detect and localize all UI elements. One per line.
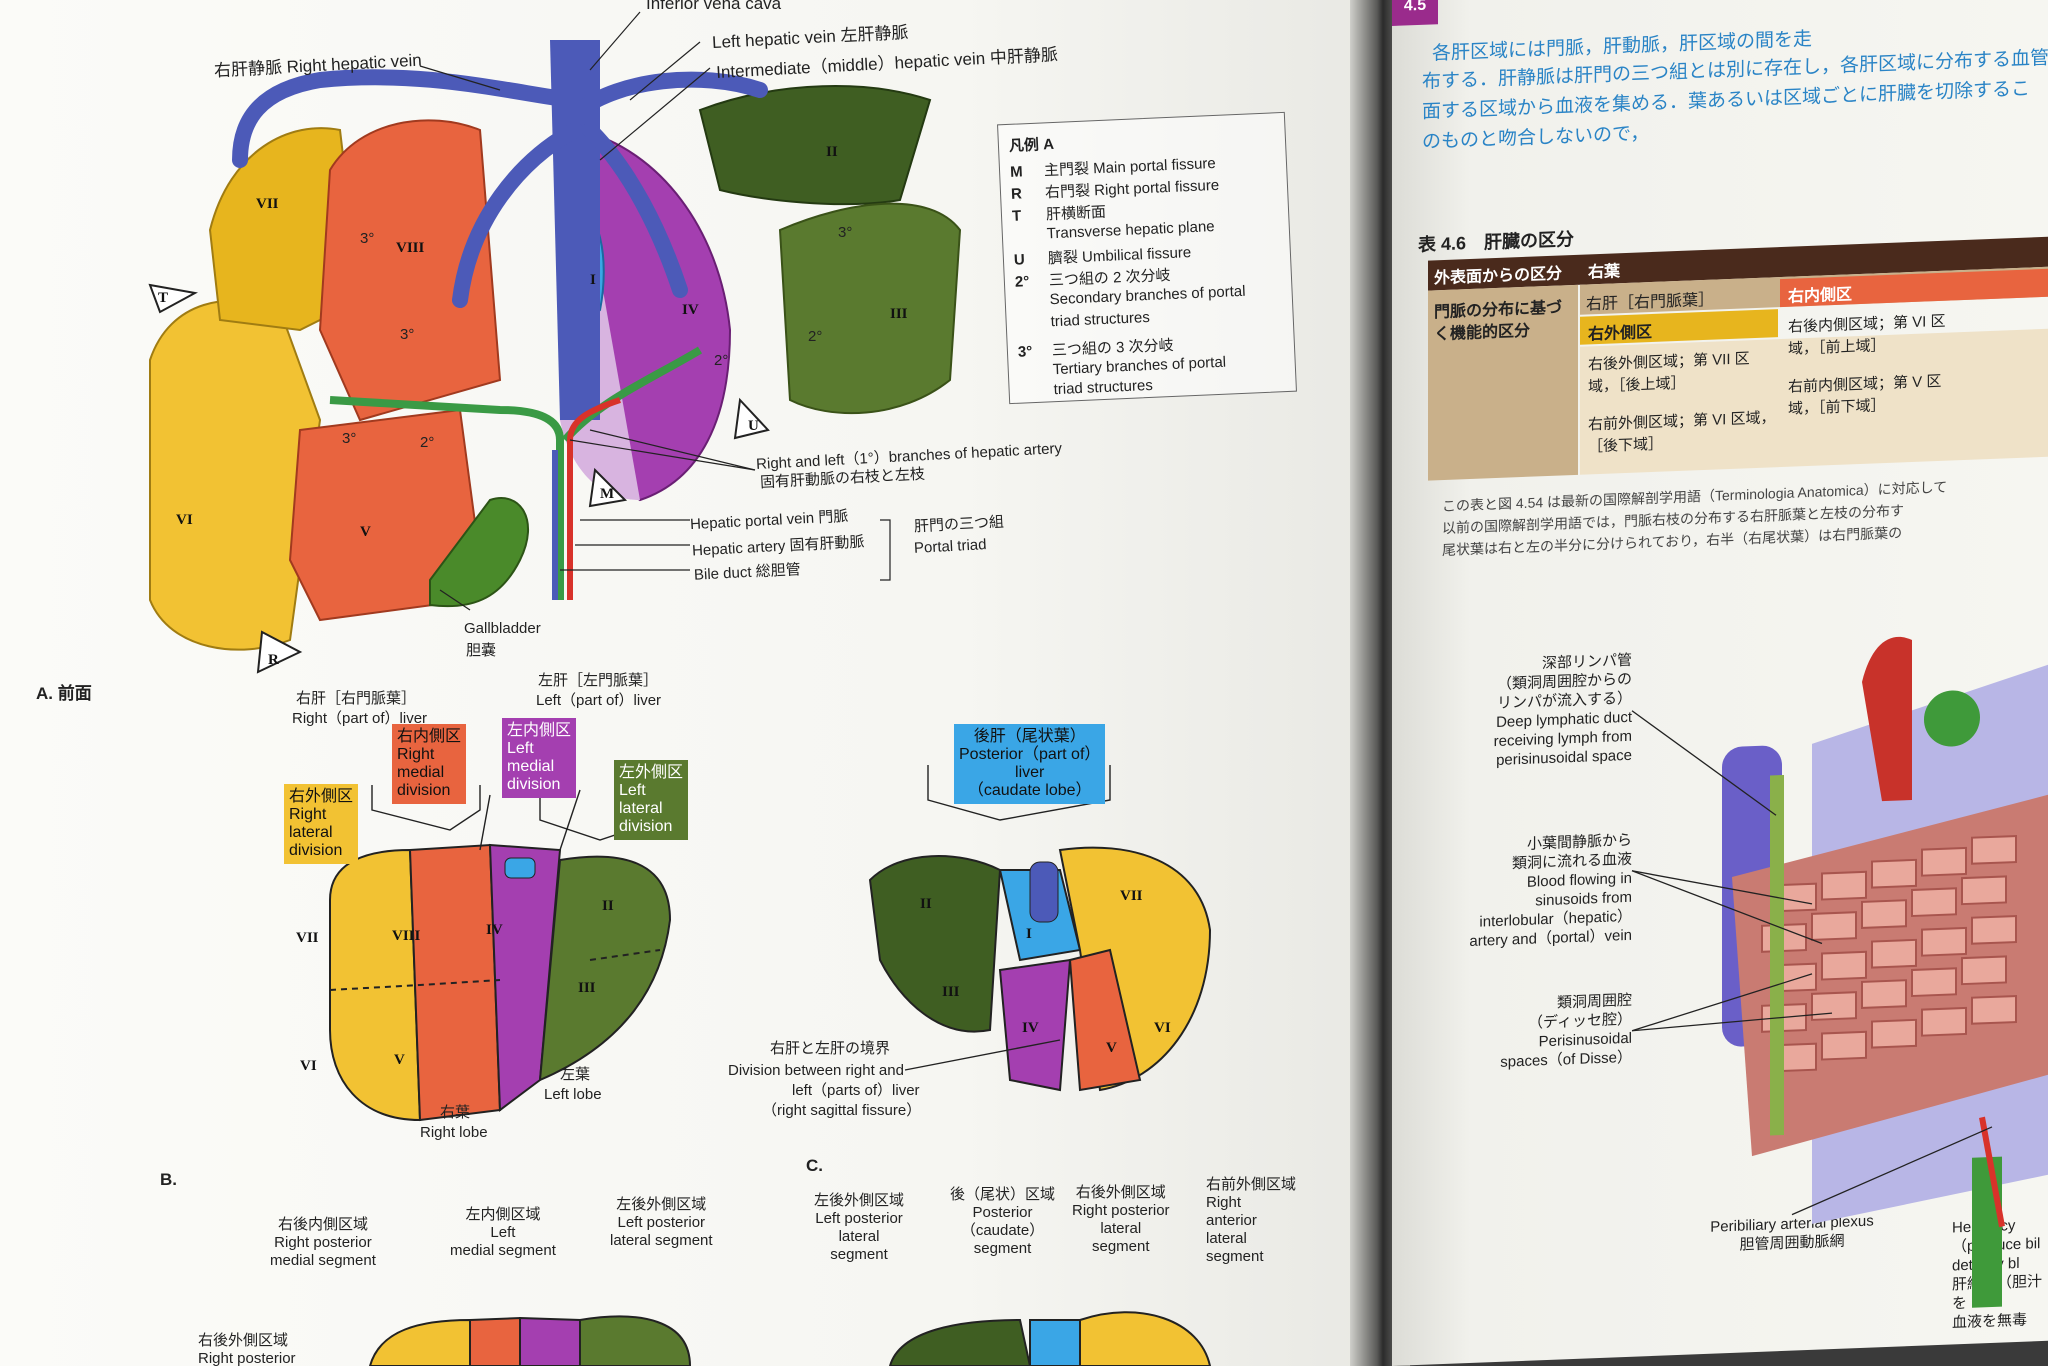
figC-roman-VII: VII (1120, 888, 1143, 904)
leader-lines (1631, 710, 1993, 1216)
portal-triad (329, 346, 703, 600)
figA-roman-II: II (826, 144, 838, 160)
segment-VIII (318, 119, 502, 422)
figA-roman-IV: IV (682, 302, 699, 318)
figC-roman-VI: VI (1154, 1020, 1171, 1036)
figC-liver (868, 846, 1212, 1092)
label-gallbladder: Gallbladder (464, 620, 541, 637)
figB-left-liver-en: Left（part of）liver (536, 692, 662, 709)
figB-roman-VI: VI (300, 1058, 317, 1074)
degree-label: 3° (342, 430, 357, 447)
degree-label: 3° (838, 224, 853, 241)
tag-posterior-liver: 後肝（尾状葉）Posterior（part of）liver（caudate l… (954, 724, 1106, 804)
gallbladder (429, 497, 530, 608)
legend-title: 凡例 A (1008, 135, 1055, 155)
figA-roman-VIII: VIII (396, 240, 425, 256)
anatomy-figures (148, 11, 1212, 1366)
degree-label: 2° (808, 328, 823, 345)
figC-division-en-3: （right sagittal fissure） (762, 1102, 922, 1119)
figA-leaders (419, 11, 891, 611)
label-gallbladder-jp: 胆嚢 (466, 642, 497, 659)
figA-roman-III: III (890, 306, 908, 322)
degree-label: 3° (400, 326, 415, 343)
figC-roman-II: II (920, 896, 932, 912)
figB-right-liver-en: Right（part of）liver (292, 710, 428, 727)
figB-right-liver-jp: 右肝［右門脈葉］ (296, 690, 417, 707)
figA-caption: A. 前面 (36, 684, 92, 703)
figB-right-lobe-en: Right lobe (420, 1124, 488, 1141)
figA-liver (149, 40, 962, 651)
label-inferior-vena-cava: Inferior vena cava (646, 0, 782, 13)
label-portal-triad-en: Portal triad (913, 536, 987, 557)
figC-division-en-2: left（parts of）liver (792, 1082, 920, 1099)
figA-roman-I: I (590, 272, 596, 288)
figA-roman-VII: VII (256, 196, 279, 212)
segment-VI (149, 299, 322, 651)
lobule-tissue (1722, 636, 2048, 1308)
figC-division-en-1: Division between right and (728, 1062, 904, 1079)
marker-R: R (268, 652, 279, 668)
figC-caption: C. (806, 1156, 823, 1175)
figC-roman-V: V (1106, 1040, 1117, 1056)
marker-T: T (158, 290, 169, 306)
figC-division-jp: 右肝と左肝の境界 (770, 1040, 891, 1057)
figB-roman-II: II (602, 898, 614, 914)
figB-caption: B. (160, 1170, 177, 1189)
figB-roman-VIII: VIII (392, 928, 421, 944)
hepatic-veins (232, 69, 768, 308)
degree-label: 2° (420, 434, 435, 451)
figA-roman-VI: VI (176, 512, 193, 528)
legend-row: triad structures (1050, 308, 1151, 331)
figB-left-lobe-en: Left lobe (544, 1086, 602, 1103)
figB-roman-V: V (394, 1052, 405, 1068)
figC-roman-IV: IV (1022, 1020, 1039, 1036)
degree-label: 3° (360, 230, 375, 247)
right-page: 4.5 各肝区域には門脈，肝動脈，肝区域の間を走 布する．肝静脈は肝門の三つ組と… (1392, 0, 2048, 1366)
figB-roman-VII: VII (296, 930, 319, 946)
figB-roman-III: III (578, 980, 596, 996)
segment-II (698, 85, 932, 206)
figC-roman-III: III (942, 984, 960, 1000)
bottom-figures (368, 1311, 1212, 1366)
marker-M: M (600, 486, 615, 502)
figA-roman-V: V (360, 524, 371, 540)
figB-right-lobe-jp: 右葉 (440, 1104, 471, 1121)
figC-roman-I: I (1026, 926, 1032, 942)
degree-label: 2° (714, 352, 729, 369)
figB-roman-IV: IV (486, 922, 503, 938)
figB-left-lobe-jp: 左葉 (560, 1066, 591, 1083)
segment-III (778, 202, 962, 415)
figB-left-liver-jp: 左肝［左門脈葉］ (538, 672, 659, 689)
marker-U: U (748, 418, 759, 434)
legend-row: triad structures (1053, 376, 1154, 399)
fissure-markers (148, 283, 770, 674)
sinusoid-illustration (1631, 636, 2048, 1308)
figB-liver (329, 843, 672, 1122)
